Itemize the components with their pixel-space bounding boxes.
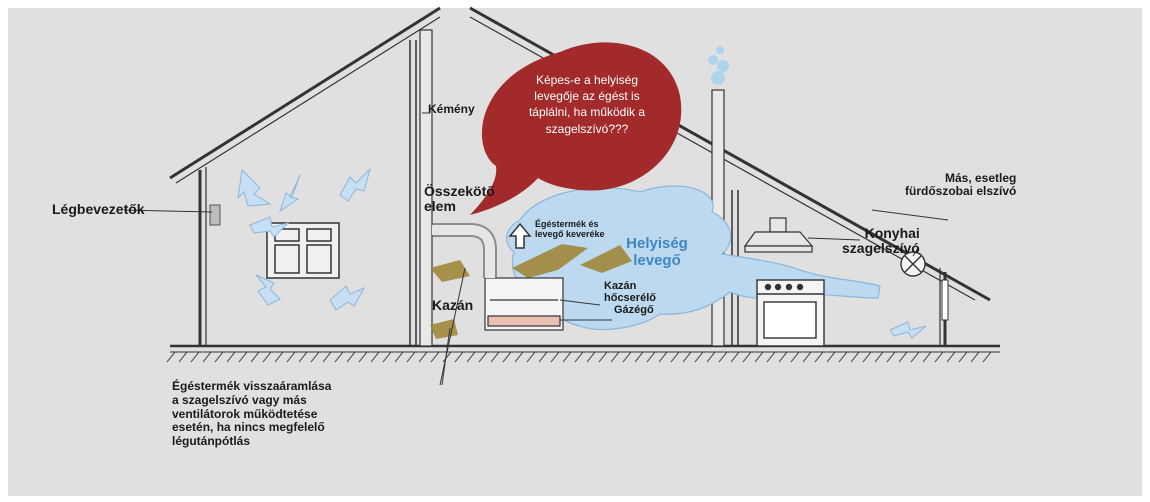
label-kitchen-hood: Konyhai szagelszívó	[842, 226, 920, 257]
bubble-question-text: Képes-e a helyiség levegője az égést is …	[512, 72, 662, 137]
label-chimney: Kémény	[428, 103, 475, 116]
stove	[757, 280, 824, 346]
label-backflow-note: Égéstermék visszaáramlása a szagelszívó …	[172, 380, 331, 449]
boiler	[485, 278, 563, 330]
label-boiler: Kazán	[432, 298, 473, 313]
label-air-inlets: Légbevezetők	[52, 202, 145, 217]
label-flue-mix: Égéstermék és levegő keveréke	[535, 220, 605, 240]
label-other-extractor: Más, esetleg fürdőszobai elszívó	[905, 172, 1016, 198]
label-room-air: Helyiség levegő	[617, 236, 697, 269]
label-connector: Összekötő elem	[424, 184, 495, 215]
air-inlet	[210, 205, 220, 225]
right-wall-vent	[942, 280, 948, 320]
label-heat-exchanger: Kazán hőcserélő	[604, 280, 656, 304]
label-gas-burner: Gázégő	[614, 304, 654, 316]
